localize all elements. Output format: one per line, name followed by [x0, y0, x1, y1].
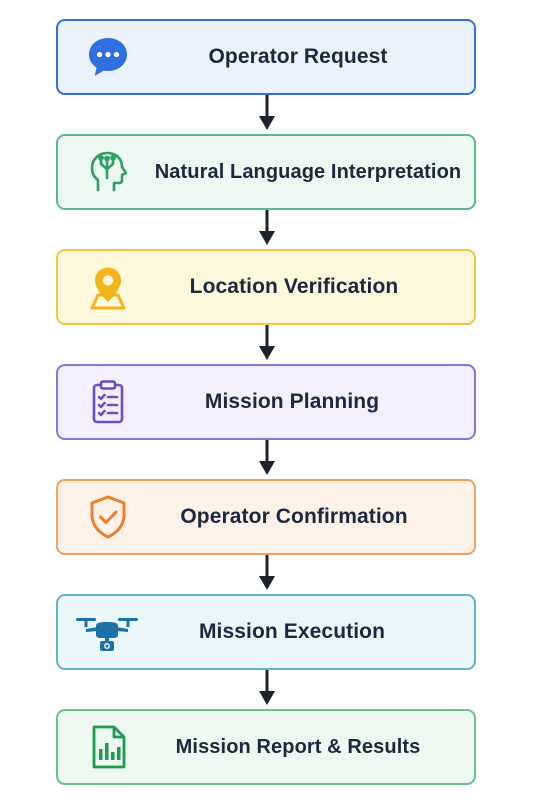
step-label: Location Verification	[189, 275, 399, 298]
step-location-verification: Location Verification	[56, 249, 476, 325]
step-label: Mission Planning	[204, 390, 380, 413]
down-arrow-icon	[258, 210, 276, 246]
step-mission-execution: Mission Execution	[56, 594, 476, 670]
down-arrow-icon	[258, 670, 276, 706]
step-label: Operator Confirmation	[180, 505, 408, 528]
step-label: Natural Language Interpretation	[154, 160, 462, 183]
chat-bubble-icon	[84, 33, 132, 81]
step-mission-report-results: Mission Report & Results	[56, 709, 476, 785]
map-pin-icon	[84, 263, 132, 311]
down-arrow-icon	[258, 440, 276, 476]
step-operator-request: Operator Request	[56, 19, 476, 95]
step-label: Mission Execution	[198, 620, 386, 643]
shield-check-icon	[84, 493, 132, 541]
step-natural-language-interpretation: Natural Language Interpretation	[56, 134, 476, 210]
step-mission-planning: Mission Planning	[56, 364, 476, 440]
ai-head-icon	[84, 148, 132, 196]
clipboard-checklist-icon	[84, 378, 132, 426]
step-label: Mission Report & Results	[175, 735, 421, 758]
down-arrow-icon	[258, 555, 276, 591]
down-arrow-icon	[258, 95, 276, 131]
step-label: Operator Request	[208, 45, 388, 68]
step-operator-confirmation: Operator Confirmation	[56, 479, 476, 555]
report-document-icon	[84, 723, 132, 771]
drone-icon	[72, 608, 142, 656]
down-arrow-icon	[258, 325, 276, 361]
